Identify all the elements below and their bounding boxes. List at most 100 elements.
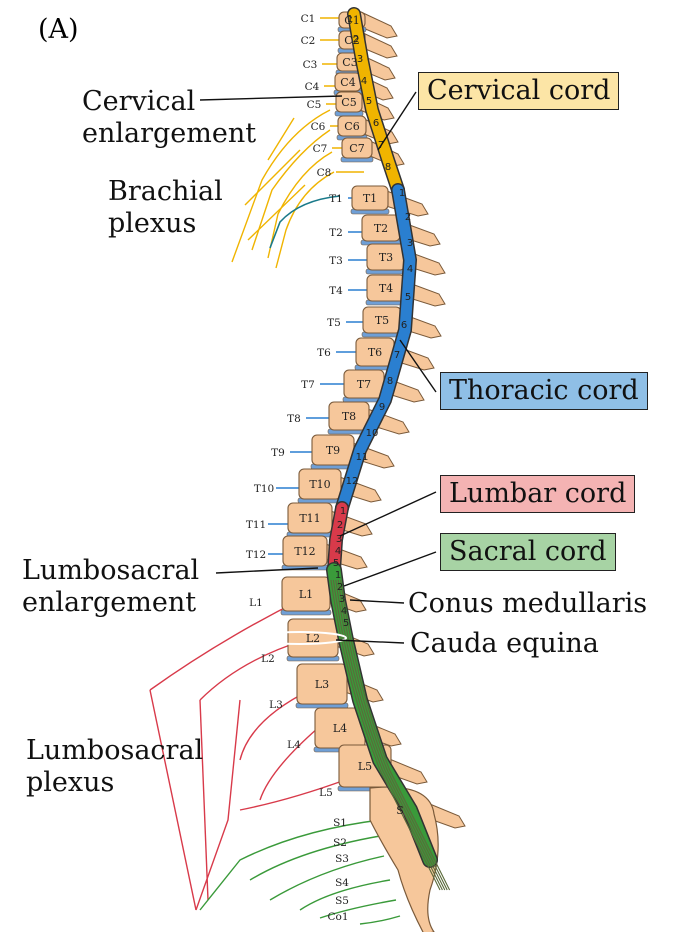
vertebra-label: T12 — [294, 545, 315, 558]
spinal-nerve-label: L1 — [249, 597, 263, 609]
sacral-plexus-nerve — [199, 819, 381, 911]
lumbosacral-plexus-nerve — [149, 689, 197, 911]
lumbosacral-enlargement-label: Lumbosacral enlargement — [22, 555, 199, 619]
cord-segment-number: 5 — [366, 96, 372, 107]
lumbosacral-enlargement-line-1: Lumbosacral — [22, 555, 200, 586]
sacral-plexus-nerve — [319, 899, 397, 919]
vertebra-label: T11 — [299, 512, 320, 525]
spinal-nerve-label: T11 — [246, 519, 266, 531]
vertebra-label: T9 — [326, 444, 340, 457]
spinal-cord — [253, 7, 451, 891]
cord-segment-number: 1 — [340, 506, 346, 517]
spinal-nerve-label: L4 — [287, 739, 301, 751]
t1-branch — [269, 195, 341, 249]
vertebra-label: T5 — [375, 314, 389, 327]
cord-segment-number: 3 — [339, 594, 345, 605]
lumbosacral-plexus-nerve — [239, 779, 346, 811]
vertebral-body — [328, 401, 370, 431]
vertebra-label: T4 — [379, 282, 393, 295]
cord-segment-number: 4 — [361, 76, 367, 87]
cord-segment-number: 2 — [337, 582, 343, 593]
lumbosacral-enlargement-line-2: enlargement — [22, 587, 197, 618]
spinal-nerve-label: T6 — [317, 347, 331, 359]
cervical-enlargement-label: Cervical enlargement — [82, 86, 256, 150]
leader-line — [215, 567, 319, 574]
leader-line — [343, 551, 437, 587]
spinal-nerve-label: C4 — [305, 81, 320, 93]
spinal-nerve-label: C1 — [301, 13, 316, 25]
leader-lines — [199, 91, 437, 644]
brachial-plexus-nerve — [244, 149, 301, 206]
vertebra-label: S — [396, 804, 404, 817]
cord-segment-number: 3 — [357, 54, 363, 65]
brachial-plexus-line-1: Brachial — [108, 176, 223, 207]
cord-segment-number: 9 — [379, 402, 385, 413]
spinal-nerve-label: S5 — [335, 895, 349, 907]
vertebral-body — [282, 535, 328, 567]
cord-segment-number: 8 — [385, 162, 391, 173]
lumbosacral-plexus-nerve — [259, 727, 319, 801]
vertebra-label: L2 — [306, 632, 320, 645]
cord-segment-number: 6 — [373, 118, 379, 129]
vertebra-label: L4 — [333, 722, 347, 735]
vertebra-label: T7 — [357, 378, 371, 391]
leader-line — [199, 95, 343, 101]
vertebra-label: T10 — [309, 478, 330, 491]
vertebral-body — [296, 663, 348, 705]
lumbosacral-plexus-nerve — [149, 599, 301, 691]
spinal-nerve-label: T7 — [301, 379, 315, 391]
lumbosacral-plexus-nerve — [195, 699, 241, 911]
spinal-nerve-label: C3 — [303, 59, 318, 71]
cauda-equina-strand — [340, 579, 451, 891]
leader-line — [339, 491, 437, 537]
cord-segment-number: 2 — [353, 34, 359, 45]
spinal-nerve-label: T9 — [271, 447, 285, 459]
brachial-plexus-nerve — [251, 129, 331, 251]
cauda-equina-ring — [253, 631, 347, 645]
vertebral-body — [341, 137, 373, 159]
cord-segment-number: 1 — [399, 188, 405, 199]
cervical-cord — [348, 8, 404, 196]
cord-segment-number: 2 — [337, 520, 343, 531]
cord-segment-number: 1 — [335, 570, 341, 581]
brachial-plexus-nerve — [267, 151, 333, 259]
brachial-plexus-nerve — [275, 171, 335, 269]
sacral-plexus-nerve — [269, 855, 385, 901]
spinal-nerve-label: L5 — [319, 787, 333, 799]
cord-segment-number: 4 — [341, 606, 347, 617]
cord-segment-number: 1 — [347, 14, 353, 25]
cauda-equina-strand — [335, 579, 446, 891]
segment-labels: 123456781234567891011121234512345C1C2C3C… — [246, 13, 413, 923]
spinal-nerve-label: S1 — [333, 817, 347, 829]
spinal-nerve-label: T8 — [287, 413, 301, 425]
vertebra-label: T3 — [379, 251, 393, 264]
cervical-enlargement-line-2: enlargement — [82, 118, 257, 149]
vertebral-body — [287, 502, 333, 534]
sacral-plexus-nerve — [249, 835, 381, 881]
vertebra-label: L3 — [315, 678, 329, 691]
spinal-nerve-label: C6 — [311, 121, 326, 133]
vertebral-body — [298, 468, 342, 500]
vertebral-body — [335, 91, 363, 113]
vertebra-label: T1 — [363, 192, 377, 205]
spinal-nerve-label: C5 — [307, 99, 322, 111]
vertebra-label: C1 — [344, 14, 359, 27]
spinal-nerve-label: T12 — [246, 549, 266, 561]
spinal-nerve-label: T10 — [254, 483, 274, 495]
spinal-nerve-label: S3 — [335, 853, 349, 865]
vertebra-label: C4 — [340, 76, 355, 89]
panel-label: (A) — [38, 14, 79, 45]
vertebra-label: T8 — [342, 410, 356, 423]
lumbosacral-plexus-line-1: Lumbosacral — [26, 735, 204, 766]
vertebra-label: C7 — [349, 142, 364, 155]
cervical-cord-box: Cervical cord — [418, 72, 620, 110]
cord-segment-number: 4 — [335, 546, 341, 557]
leader-line — [399, 339, 437, 393]
spinal-nerve-label: T4 — [329, 285, 343, 297]
brachial-plexus-nerve — [267, 117, 295, 161]
spinal-nerve-label: Co1 — [327, 911, 348, 923]
brachial-plexus-nerve — [231, 109, 331, 263]
vertebra-label: C5 — [341, 96, 356, 109]
